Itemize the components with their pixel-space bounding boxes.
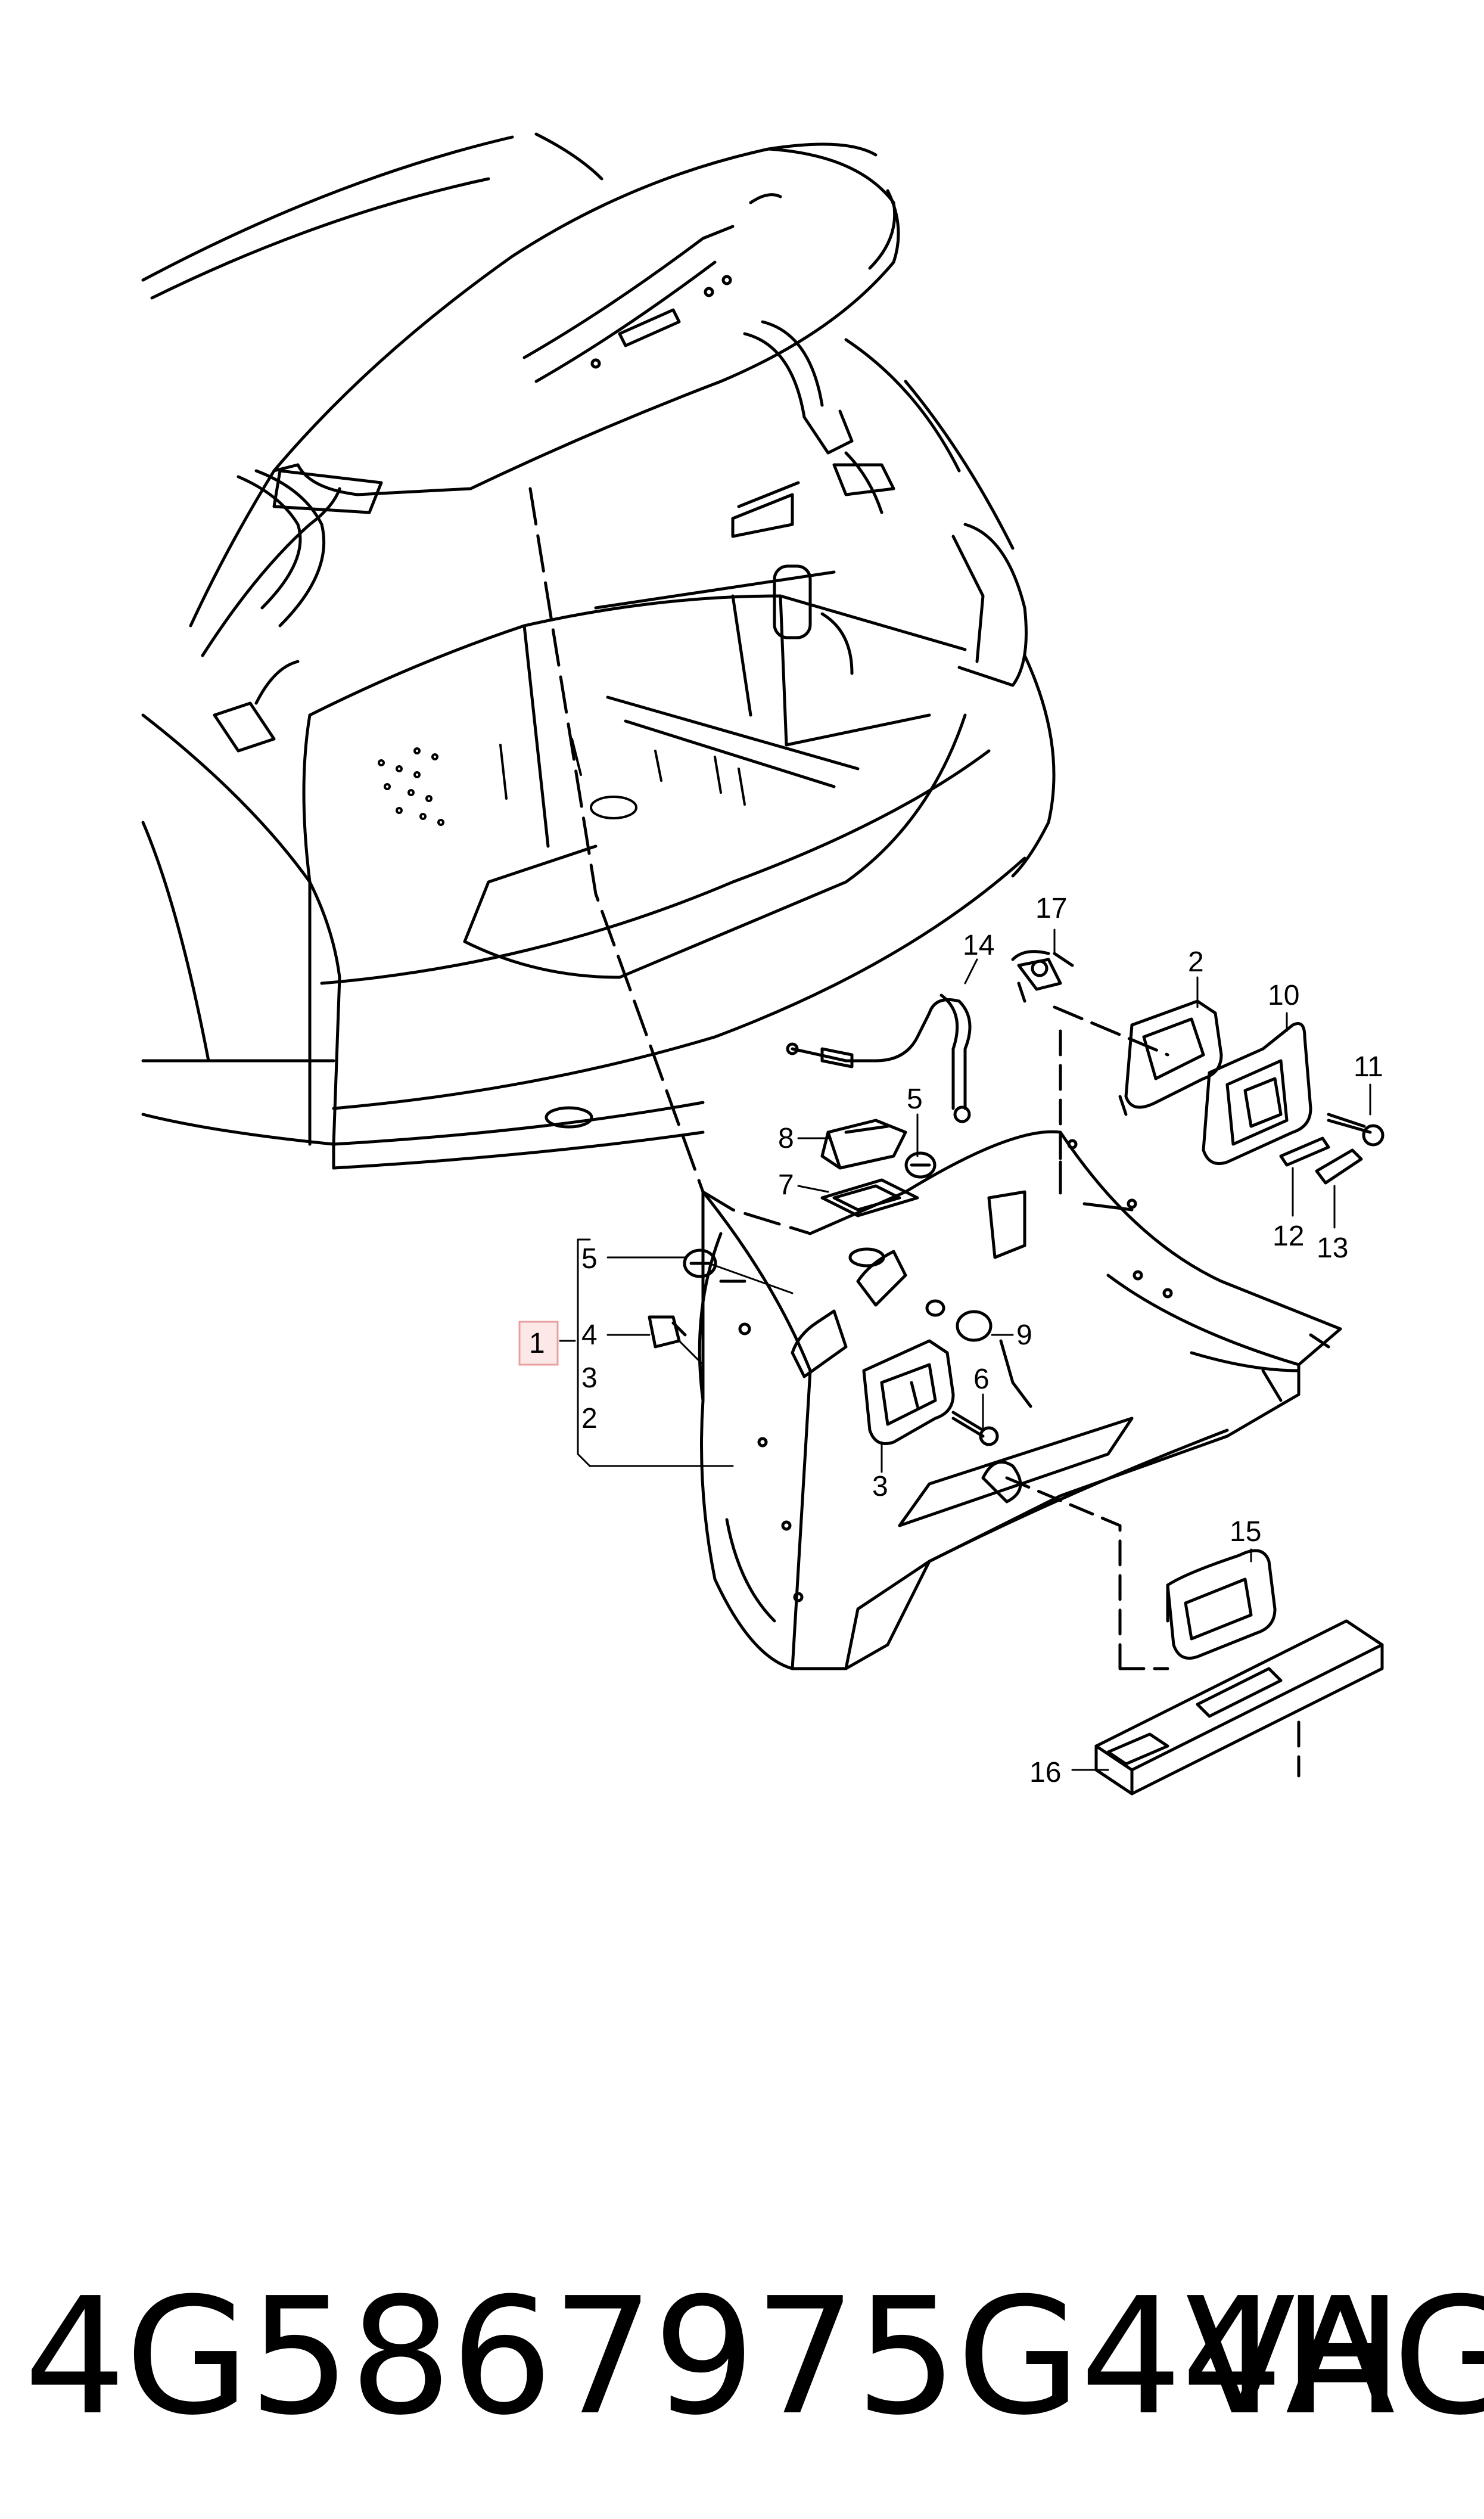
callout-14[interactable]: 14 <box>963 930 994 961</box>
part-17-socket <box>1011 950 1074 1003</box>
part-12-insert <box>1279 1136 1330 1167</box>
callout-labels: 1 5 4 3 2 17 14 2 10 11 12 13 8 7 5 9 6 … <box>529 893 1383 1788</box>
part-10-handle-recess <box>1202 1022 1312 1165</box>
part-5-clip-upper <box>904 1151 937 1179</box>
callout-7[interactable]: 7 <box>778 1169 794 1201</box>
part-6-screw <box>951 1411 999 1446</box>
callout-2-left[interactable]: 2 <box>581 1403 598 1434</box>
part-15-handle <box>1166 1549 1277 1660</box>
callout-9[interactable]: 9 <box>1016 1319 1032 1351</box>
callout-1[interactable]: 1 <box>529 1328 545 1359</box>
callout-3-left[interactable]: 3 <box>581 1362 598 1394</box>
callout-8[interactable]: 8 <box>778 1123 794 1154</box>
callout-10[interactable]: 10 <box>1268 980 1299 1011</box>
callout-16[interactable]: 16 <box>1029 1757 1061 1788</box>
part-13-insert <box>1315 1148 1363 1185</box>
part-14-cable <box>786 993 972 1123</box>
callout-4[interactable]: 4 <box>581 1319 598 1351</box>
part-5-clip-left <box>683 1248 717 1278</box>
highlight-box-part-1 <box>518 1321 559 1366</box>
callout-6[interactable]: 6 <box>973 1363 990 1395</box>
callout-5-upper[interactable]: 5 <box>907 1083 923 1115</box>
callout-5-left[interactable]: 5 <box>581 1243 598 1275</box>
part-3-handle <box>862 1339 955 1445</box>
part-11-screw <box>1327 1113 1385 1147</box>
part-9-cap <box>925 1299 993 1342</box>
callout-17[interactable]: 17 <box>1035 893 1067 924</box>
callout-2-right[interactable]: 2 <box>1188 946 1204 978</box>
callout-11[interactable]: 11 <box>1354 1051 1383 1083</box>
part-number: 4G5867975G44H <box>24 2263 1403 2450</box>
brand-label: VAG <box>1186 2263 1484 2450</box>
leader-lines <box>559 928 1371 1771</box>
part-16-cover <box>1094 1619 1384 1796</box>
callout-15[interactable]: 15 <box>1230 1516 1261 1548</box>
callout-3-center[interactable]: 3 <box>872 1471 888 1502</box>
part-2-frame <box>1118 999 1223 1116</box>
part-8-switch <box>820 1119 907 1170</box>
leader-car-to-panel <box>528 487 705 1194</box>
part-7-bezel <box>820 1178 919 1217</box>
car-body <box>141 132 1056 1170</box>
callout-12[interactable]: 12 <box>1273 1220 1304 1252</box>
trunk-side-trim-panel <box>698 1029 1342 1778</box>
callout-13[interactable]: 13 <box>1317 1232 1348 1264</box>
